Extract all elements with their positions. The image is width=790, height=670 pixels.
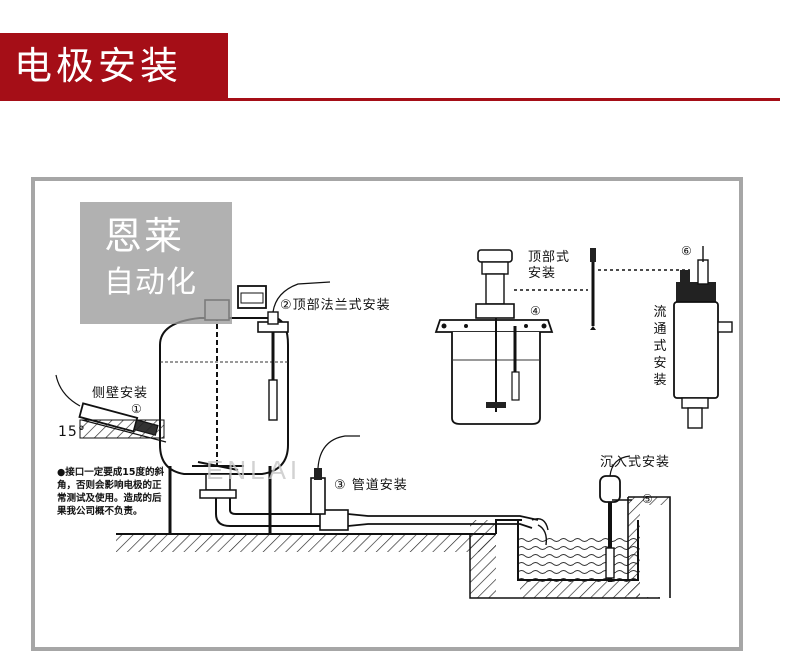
warning-note: ●接口一定要成15度的斜角，否则会影响电极的正常测试及使用。造成的后果我公司概不… [57,467,165,517]
label-immersion: 沉入式安装 [600,455,671,470]
label-top-mount-1: 顶部式 [528,250,571,265]
label-top-flange: ②顶部法兰式安装 [280,298,391,313]
header-underline [228,98,780,101]
ground [116,519,660,599]
side-wall-electrode [55,374,167,443]
watermark-logo-box [80,202,232,324]
label-angle: 15° [58,424,86,440]
flow-through-cell [673,246,733,429]
top-flange-electrode [257,281,331,421]
label-top-mount-num: ④ [530,304,541,318]
watermark-latin: ENLAI [206,455,302,485]
label-pipeline: ③ 管道安装 [334,478,408,493]
watermark-brand: 恩莱 [104,214,185,258]
water-basin [517,496,671,598]
label-flow-through-num: ⑥ [681,244,692,258]
header-banner [0,33,228,101]
watermark-subtitle: 自动化 [104,265,197,300]
label-side-wall-num: ① [131,402,142,416]
pipeline [215,435,549,546]
label-side-wall: 侧壁安装 [92,386,149,401]
top-mount-vessel [434,249,554,425]
label-immersion-num: ⑤ [642,492,653,506]
page-title: 电极安装 [14,44,183,88]
label-top-mount-2: 安装 [528,266,557,281]
standalone-electrode [514,248,690,330]
label-flow-through: 流通式安装 [653,305,667,388]
immersion-electrode [599,455,632,582]
